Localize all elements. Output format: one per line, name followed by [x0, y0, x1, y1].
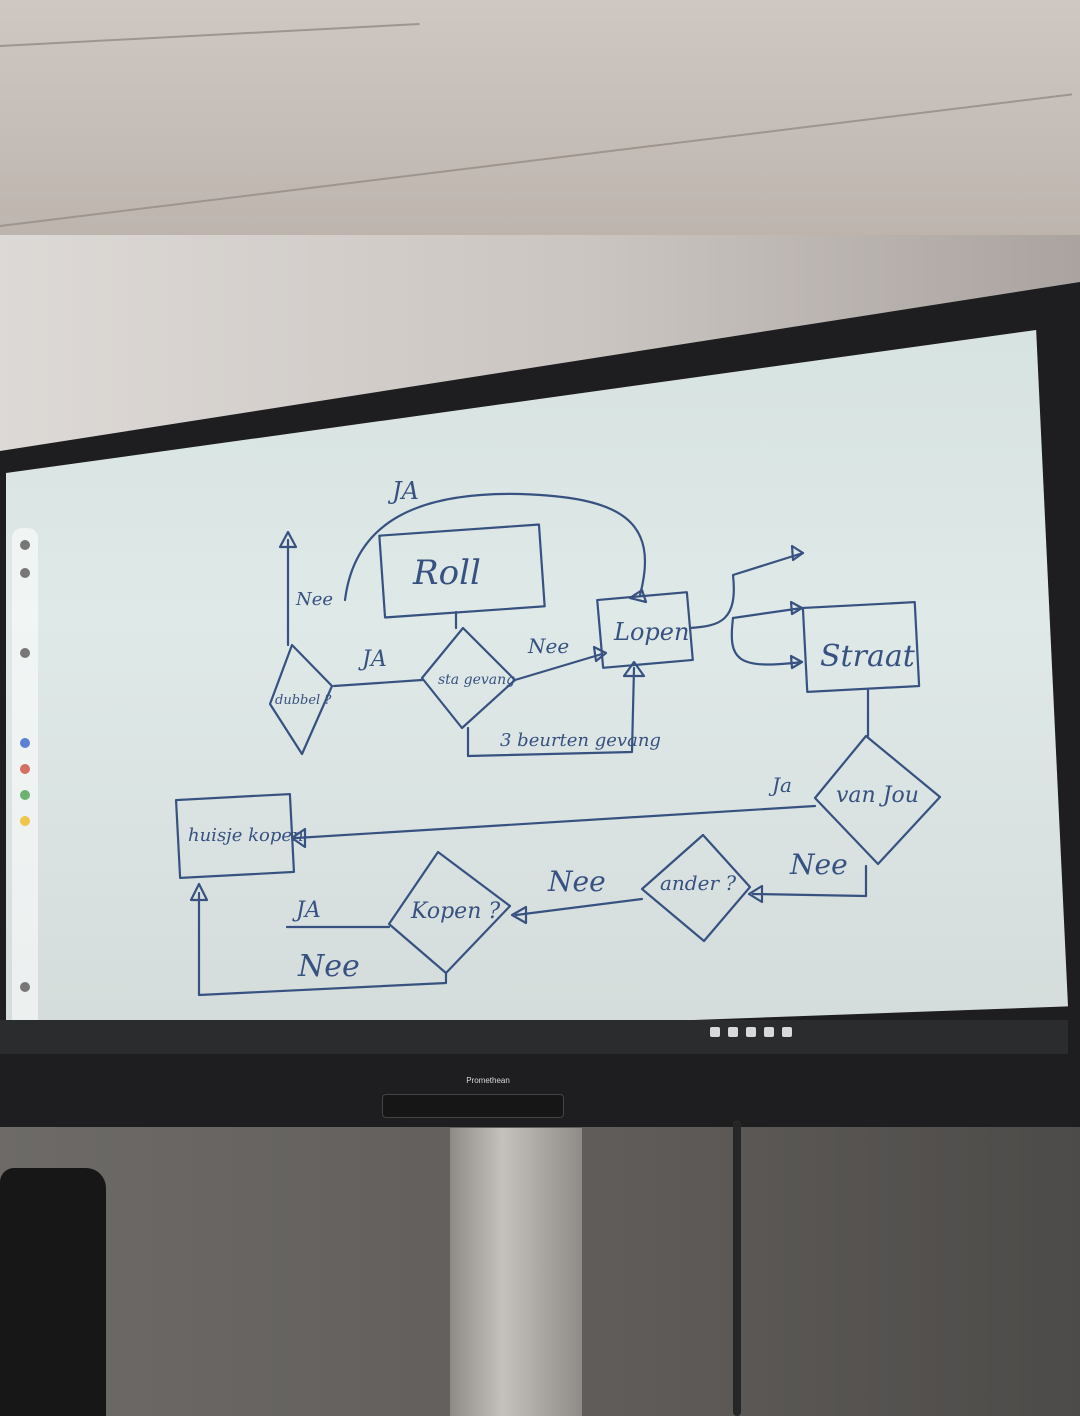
ceiling — [0, 0, 1080, 250]
pen-icon[interactable] — [20, 648, 30, 658]
display-control-strip[interactable] — [382, 1094, 564, 1118]
office-chair — [0, 1168, 106, 1416]
menu-icon[interactable] — [20, 540, 30, 550]
window-controls[interactable] — [710, 1027, 792, 1037]
minimize-icon[interactable] — [764, 1027, 774, 1037]
cable — [733, 1120, 741, 1416]
window-tile-icon[interactable] — [710, 1027, 720, 1037]
undo-icon[interactable] — [20, 982, 30, 992]
save-icon[interactable] — [20, 568, 30, 578]
display-brand: Promethean — [466, 1076, 510, 1085]
close-icon[interactable] — [782, 1027, 792, 1037]
color-icon[interactable] — [20, 790, 30, 800]
expand-icon[interactable] — [746, 1027, 756, 1037]
color-icon[interactable] — [20, 764, 30, 774]
color-icon[interactable] — [20, 816, 30, 826]
display-stand — [450, 1128, 582, 1416]
color-icon[interactable] — [20, 738, 30, 748]
screen-taskbar — [0, 1020, 1068, 1054]
window-tile-icon[interactable] — [728, 1027, 738, 1037]
left-toolbar[interactable] — [12, 528, 38, 1028]
